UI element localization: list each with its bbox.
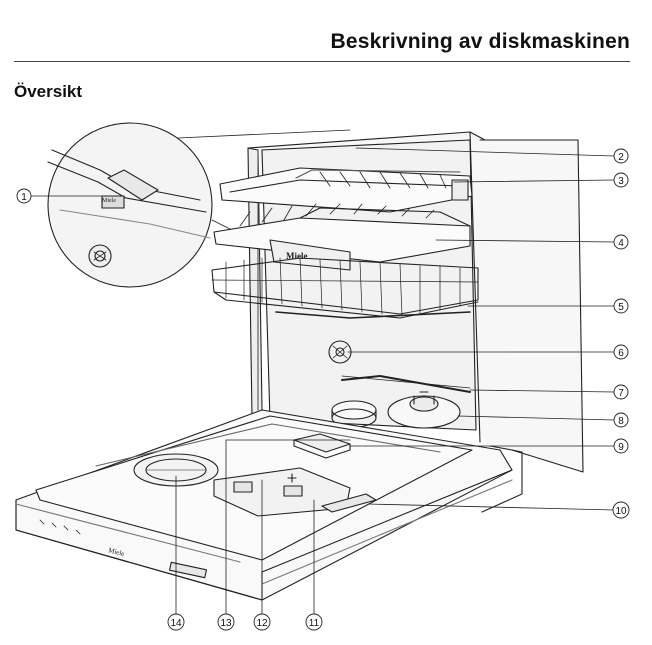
callout-13: 13 bbox=[217, 613, 235, 631]
callout-8: 8 bbox=[613, 412, 629, 428]
svg-text:10: 10 bbox=[615, 506, 627, 517]
callout-14: 14 bbox=[167, 613, 185, 631]
svg-text:14: 14 bbox=[170, 618, 182, 629]
callout-11: 11 bbox=[305, 613, 323, 631]
svg-text:13: 13 bbox=[220, 618, 232, 629]
svg-text:8: 8 bbox=[618, 416, 624, 427]
lower-spray-arm bbox=[341, 375, 471, 393]
callout-7: 7 bbox=[613, 384, 629, 400]
svg-text:5: 5 bbox=[618, 302, 624, 313]
detergent-dispenser bbox=[213, 467, 351, 517]
brand-logo-door: Miele bbox=[107, 546, 125, 558]
filter-combination bbox=[387, 391, 461, 429]
svg-text:1: 1 bbox=[21, 192, 27, 203]
upper-spray-arm bbox=[275, 311, 471, 319]
callout-1: 1 bbox=[16, 188, 32, 204]
svg-text:6: 6 bbox=[618, 348, 624, 359]
callout-2: 2 bbox=[613, 148, 629, 164]
callout-leaders bbox=[29, 147, 615, 615]
dishwasher-tub bbox=[247, 131, 584, 473]
lower-basket bbox=[211, 257, 479, 319]
page-title: Beskrivning av diskmaskinen bbox=[330, 30, 630, 53]
callout-6: 6 bbox=[613, 344, 629, 360]
upper-basket bbox=[213, 203, 471, 271]
callout-3: 3 bbox=[613, 172, 629, 188]
section-heading: Översikt bbox=[14, 82, 83, 101]
callout-9: 9 bbox=[613, 438, 629, 454]
callout-12: 12 bbox=[253, 613, 271, 631]
brand-logo-magnifier: Miele bbox=[102, 198, 116, 204]
svg-text:4: 4 bbox=[618, 238, 624, 249]
brand-logo-basket: Miele bbox=[286, 251, 308, 261]
svg-text:7: 7 bbox=[618, 388, 624, 399]
header-divider bbox=[14, 61, 630, 62]
rinse-aid-reservoir bbox=[321, 493, 377, 513]
callout-5: 5 bbox=[613, 298, 629, 314]
callout-10: 10 bbox=[612, 501, 630, 519]
svg-text:3: 3 bbox=[618, 176, 624, 187]
cutlery-tray bbox=[219, 167, 473, 213]
top-spray-outlet bbox=[293, 433, 351, 459]
svg-text:12: 12 bbox=[256, 618, 268, 629]
svg-text:2: 2 bbox=[618, 152, 624, 163]
svg-text:9: 9 bbox=[618, 442, 624, 453]
svg-text:11: 11 bbox=[309, 618, 320, 629]
callout-4: 4 bbox=[613, 234, 629, 250]
